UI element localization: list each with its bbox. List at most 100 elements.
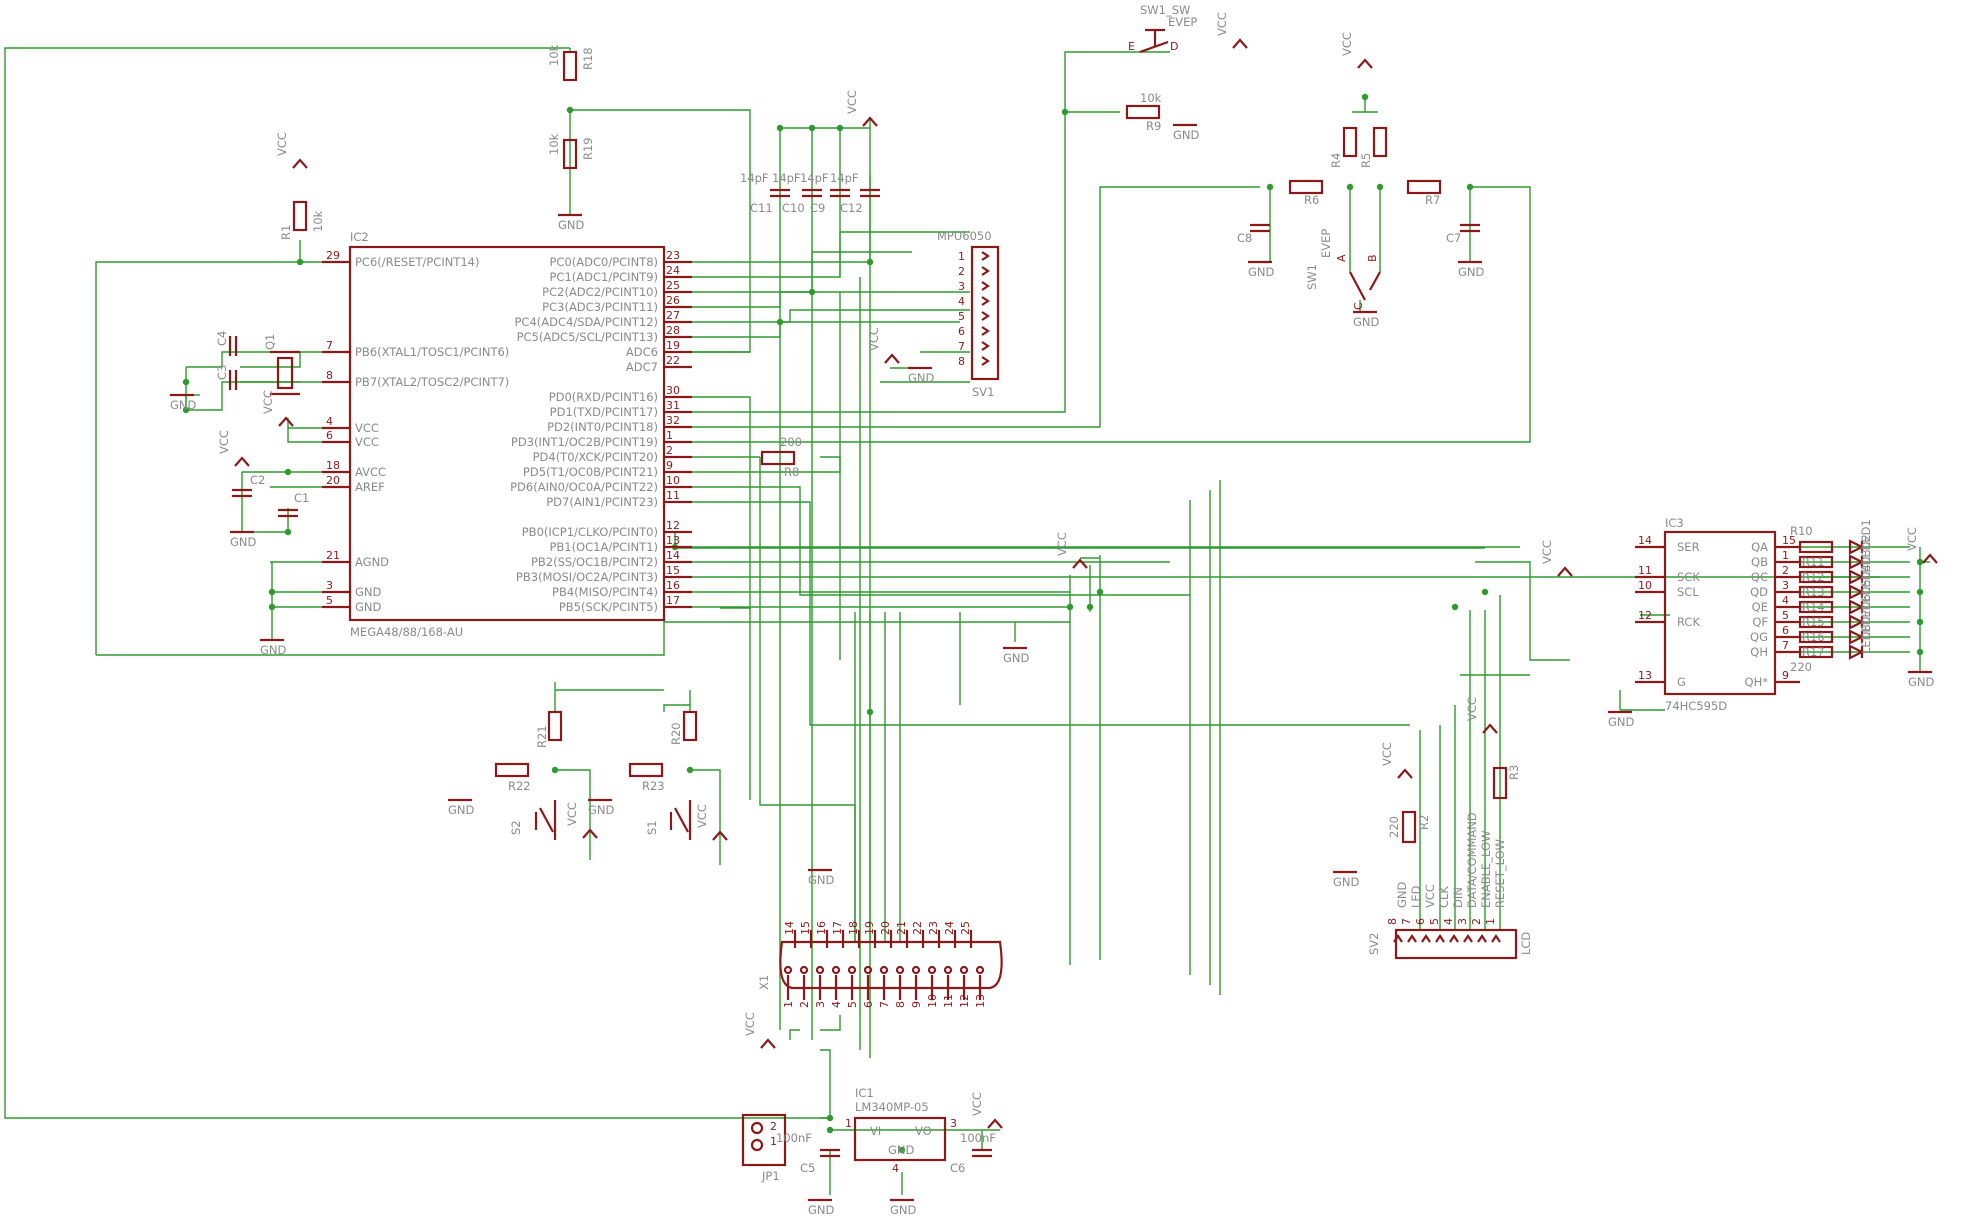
vcc-arrow-icon — [1357, 58, 1373, 69]
gnd-label: GND — [558, 218, 585, 232]
ic2-left-pin-number: 18 — [326, 459, 340, 472]
x1-pin-socket — [943, 965, 953, 975]
cap-top-value: 14pF — [772, 171, 801, 185]
ic1-regulator: IC1 LM340MP-05 VI VO GND 1 3 4 — [845, 1086, 957, 1175]
ic2-right-pin-number: 26 — [666, 294, 680, 307]
cap-top-value: 14pF — [830, 171, 859, 185]
sv1-pin-number: 3 — [958, 280, 965, 293]
ic2-left-pin-label: PC6(/RESET/PCINT14) — [355, 255, 479, 269]
ic2-right-pins: 23PC0(ADC0/PCINT8)24PC1(ADC1/PCINT9)25PC… — [510, 249, 692, 614]
gnd-label: GND — [1608, 715, 1635, 729]
r21 — [547, 710, 563, 742]
ic2-right-pin-label: PC5(ADC5/SCL/PCINT13) — [517, 330, 658, 344]
x1-top-pin-number: 17 — [831, 921, 844, 935]
led-symbol — [1848, 539, 1865, 555]
junction-dot — [1481, 588, 1489, 596]
gnd-label: GND — [1458, 265, 1485, 279]
c5-value: 100nF — [776, 1131, 812, 1145]
ic2-right-pin-number: 13 — [666, 534, 680, 547]
ic3-name: IC3 — [1665, 516, 1684, 530]
sv2-pin-arrow — [1491, 934, 1501, 943]
junction-dot — [866, 258, 874, 266]
ic2-right-pin-number: 30 — [666, 384, 680, 397]
junction-dot — [1451, 603, 1459, 611]
vcc-label: VCC — [845, 90, 859, 114]
x1-pin-socket — [863, 965, 873, 975]
ic2-left-pin-label: VCC — [355, 421, 379, 435]
junction-dot — [808, 124, 816, 132]
sv2-signal-label: VCC — [1423, 884, 1437, 908]
sv1-pin-number: 7 — [958, 340, 965, 353]
ic2-right-pin-number: 11 — [666, 489, 680, 502]
ic2-right-pin-number: 28 — [666, 324, 680, 337]
ic1-gnd: GND — [888, 1143, 915, 1157]
x1-pin-socket — [847, 965, 857, 975]
vcc-label: VCC — [970, 1092, 984, 1116]
ic2-left-pin-number: 6 — [326, 429, 333, 442]
led-name: LED3 — [1859, 549, 1873, 579]
ic2-right-pin-label: PB4(MISO/PCINT4) — [552, 585, 658, 599]
r2 — [1401, 810, 1417, 844]
gnd-label: GND — [448, 803, 475, 817]
gnd-label: GND — [170, 398, 197, 412]
c2-name: C2 — [250, 473, 265, 487]
r1-name: R1 — [279, 225, 293, 240]
ic2-right-pin-number: 15 — [666, 564, 680, 577]
sv2-pin-number: 2 — [1470, 918, 1483, 925]
r9-name: R9 — [1146, 119, 1161, 133]
ic2-right-pin-number: 16 — [666, 579, 680, 592]
c3-name: C3 — [215, 365, 229, 380]
ic3-left-pin-label: RCK — [1677, 615, 1700, 629]
sv2-pin-arrow — [1421, 934, 1431, 943]
ic3-right-pin-number: 6 — [1782, 624, 1789, 637]
vcc-label: VCC — [1380, 742, 1394, 766]
gnd-label: GND — [1333, 875, 1360, 889]
led-resistor — [1798, 570, 1834, 584]
junction-dot — [1916, 558, 1924, 566]
x1-top-pin-number: 25 — [959, 921, 972, 935]
sw1-b: B — [1366, 254, 1379, 262]
ic3-right-pin-number: 4 — [1782, 594, 1789, 607]
junction-dot — [898, 1146, 906, 1154]
sv1-pin-number: 4 — [958, 295, 965, 308]
vcc-arrow-icon — [862, 116, 878, 127]
jp1-p2: 2 — [770, 1120, 777, 1133]
vcc-arrow-icon — [1922, 553, 1938, 564]
q1-name: Q1 — [263, 334, 277, 350]
ic3-right-pin-label: QF — [1752, 615, 1768, 629]
ic2-name: IC2 — [350, 230, 369, 244]
ic2-left-pin-label: VCC — [355, 435, 379, 449]
gnd-label: GND — [1248, 265, 1275, 279]
gnd-label: GND — [260, 643, 287, 657]
r8 — [760, 450, 796, 466]
x1-bottom-pin-number: 2 — [798, 1001, 811, 1008]
vcc-arrow-icon — [1557, 566, 1573, 577]
r7-name: R7 — [1425, 193, 1440, 207]
cap-top-name: C10 — [782, 201, 805, 215]
ic2-right-pin-number: 19 — [666, 339, 680, 352]
led-resistor — [1798, 615, 1834, 629]
vcc-arrow-icon — [582, 828, 598, 839]
vcc-arrow-icon — [1232, 38, 1248, 49]
ic3-right-pin-number: 7 — [1782, 639, 1789, 652]
sv1-pin-arrow — [981, 266, 990, 276]
x1-bottom-pin-number: 6 — [862, 1001, 875, 1008]
x1-bottom-pin-number: 4 — [830, 1001, 843, 1008]
ic3-left-pin-label: SCL — [1677, 585, 1699, 599]
sv1-pin-arrow — [981, 296, 990, 306]
led-resistor — [1798, 555, 1834, 569]
ic1-pin3: 3 — [950, 1117, 957, 1130]
c6-value: 100nF — [960, 1131, 996, 1145]
x1-top-pin-number: 19 — [863, 921, 876, 935]
x1-bottom-pin-number: 3 — [814, 1001, 827, 1008]
vcc-arrow-icon — [1072, 558, 1088, 569]
c8-name: C8 — [1237, 231, 1252, 245]
x1-pin-socket — [895, 965, 905, 975]
s1: S1 — [645, 800, 692, 840]
jp1-jumper: 2 1 JP1 — [741, 1113, 787, 1183]
ic2-right-pin-label: PB1(OC1A/PCINT1) — [549, 540, 658, 554]
